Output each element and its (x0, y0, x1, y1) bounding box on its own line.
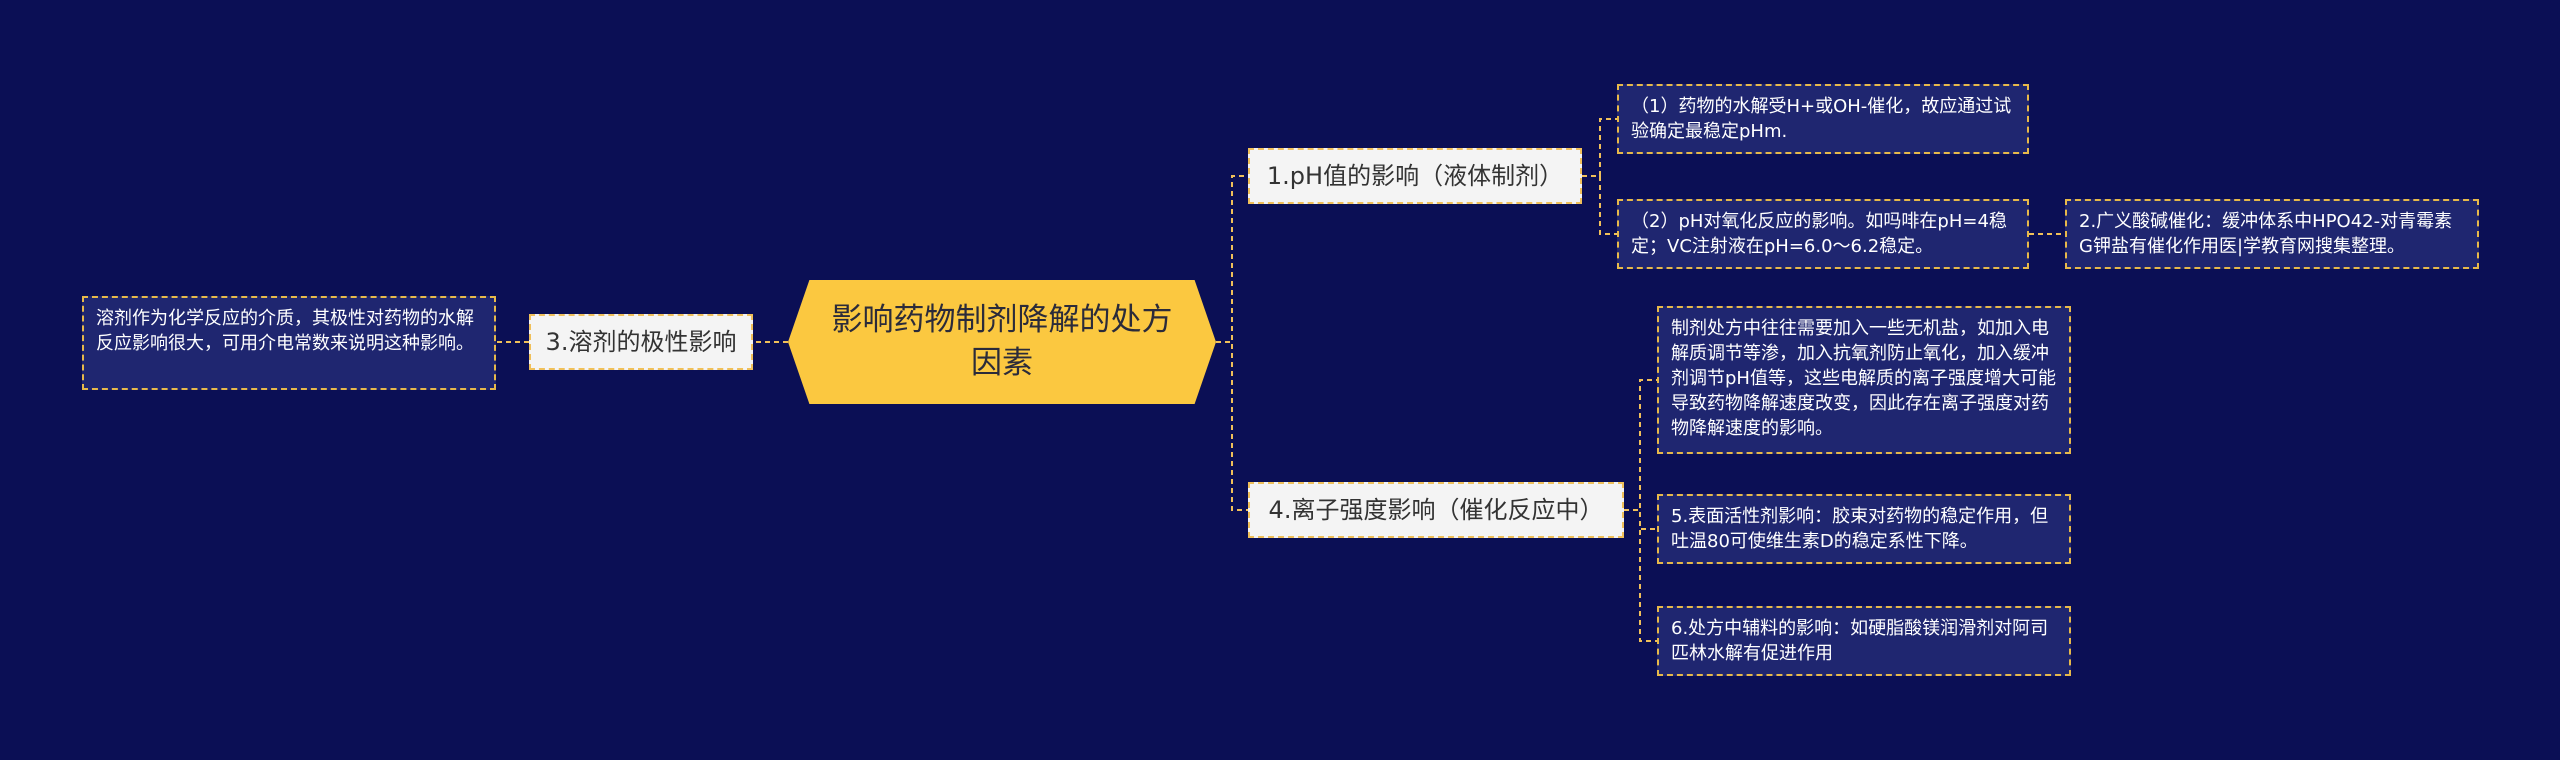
connector-ionic-to-leaf3 (1624, 509, 1657, 642)
leaf-ionic-electrolytes-text: 制剂处方中往往需要加入一些无机盐，如加入电解质调节等渗，加入抗氧剂防止氧化，加入… (1671, 318, 2056, 439)
leaf-ph-oxidation[interactable]: （2）pH对氧化反应的影响。如吗啡在pH=4稳定；VC注射液在pH=6.0～6.… (1617, 199, 2029, 269)
leaf-ph-oxidation-text: （2）pH对氧化反应的影响。如吗啡在pH=4稳定；VC注射液在pH=6.0～6.… (1631, 211, 2007, 257)
leaf-solvent-medium[interactable]: 溶剂作为化学反应的介质，其极性对药物的水解反应影响很大，可用介电常数来说明这种影… (82, 296, 496, 390)
leaf-acid-base-catalysis[interactable]: 2.广义酸碱催化：缓冲体系中HPO42-对青霉素G钾盐有催化作用医|学教育网搜集… (2065, 199, 2479, 269)
leaf-surfactant-text: 5.表面活性剂影响：胶束对药物的稳定作用，但吐温80可使维生素D的稳定系性下降。 (1671, 506, 2049, 552)
leaf-excipients[interactable]: 6.处方中辅料的影响：如硬脂酸镁润滑剂对阿司匹林水解有促进作用 (1657, 606, 2071, 676)
leaf-ionic-electrolytes[interactable]: 制剂处方中往往需要加入一些无机盐，如加入电解质调节等渗，加入抗氧剂防止氧化，加入… (1657, 306, 2071, 454)
branch-solvent-polarity[interactable]: 3.溶剂的极性影响 (529, 314, 753, 370)
branch-solvent-polarity-label: 3.溶剂的极性影响 (545, 328, 737, 356)
branch-ionic-strength[interactable]: 4.离子强度影响（催化反应中） (1248, 482, 1624, 538)
root-topic-label: 影响药物制剂降解的处方因素 (831, 302, 1173, 381)
leaf-acid-base-catalysis-text: 2.广义酸碱催化：缓冲体系中HPO42-对青霉素G钾盐有催化作用医|学教育网搜集… (2079, 211, 2453, 257)
leaf-ph-hydrolysis-text: （1）药物的水解受H+或OH-催化，故应通过试验确定最稳定pHm. (1631, 96, 2012, 142)
leaf-ph-hydrolysis[interactable]: （1）药物的水解受H+或OH-催化，故应通过试验确定最稳定pHm. (1617, 84, 2029, 154)
connector-ionic-to-leaf1 (1624, 379, 1657, 511)
branch-ph-value-label: 1.pH值的影响（液体制剂） (1266, 162, 1564, 190)
connector-root-to-ph (1216, 175, 1248, 343)
branch-ph-value[interactable]: 1.pH值的影响（液体制剂） (1248, 148, 1582, 204)
root-topic[interactable]: 影响药物制剂降解的处方因素 (788, 280, 1216, 404)
connector-ph-to-leaf1 (1582, 118, 1617, 177)
connector-root-to-ionic (1216, 341, 1248, 511)
leaf-excipients-text: 6.处方中辅料的影响：如硬脂酸镁润滑剂对阿司匹林水解有促进作用 (1671, 618, 2049, 664)
leaf-surfactant[interactable]: 5.表面活性剂影响：胶束对药物的稳定作用，但吐温80可使维生素D的稳定系性下降。 (1657, 494, 2071, 564)
branch-ionic-strength-label: 4.离子强度影响（催化反应中） (1268, 496, 1604, 524)
leaf-solvent-medium-text: 溶剂作为化学反应的介质，其极性对药物的水解反应影响很大，可用介电常数来说明这种影… (96, 308, 474, 354)
connector-ph-to-leaf2 (1582, 175, 1617, 235)
